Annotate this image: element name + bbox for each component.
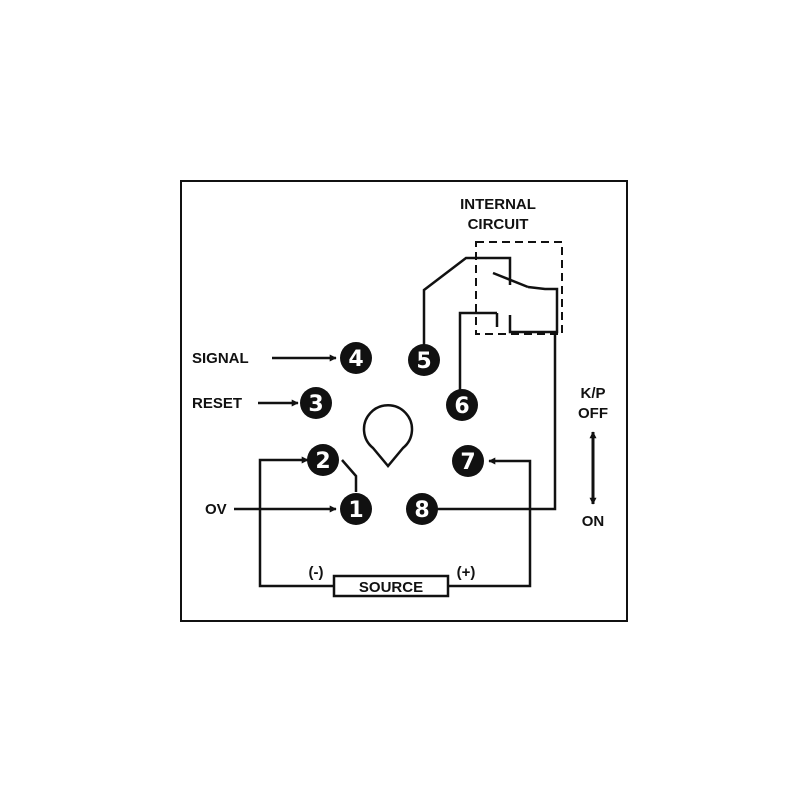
diagram-frame	[180, 180, 628, 622]
source-minus-label: (-)	[309, 564, 324, 581]
svg-text:3: 3	[308, 392, 323, 417]
svg-text:5: 5	[416, 349, 431, 374]
kp-label: K/P	[580, 385, 605, 402]
reset-label: RESET	[192, 395, 242, 412]
socket-key	[362, 404, 414, 468]
svg-text:1: 1	[348, 498, 363, 523]
svg-text:4: 4	[348, 347, 363, 372]
svg-text:8: 8	[414, 498, 429, 523]
svg-text:2: 2	[315, 449, 330, 474]
wire-pin2-to-pin1	[341, 459, 358, 492]
pin-6: 6	[446, 389, 478, 421]
on-label: ON	[582, 513, 605, 530]
pin-7: 7	[452, 445, 484, 477]
pin-8: 8	[406, 493, 438, 525]
internal-switch	[422, 256, 559, 392]
source-box	[332, 574, 450, 598]
internal-circuit-label-line1: INTERNAL	[460, 196, 536, 213]
internal-circuit-label-line2: CIRCUIT	[468, 216, 529, 233]
pin-4: 4	[340, 342, 372, 374]
source-label: SOURCE	[359, 579, 423, 596]
svg-text:7: 7	[460, 450, 475, 475]
pin-3: 3	[300, 387, 332, 419]
source-loop	[258, 456, 532, 588]
off-label: OFF	[578, 405, 608, 422]
pin-1: 1	[340, 493, 372, 525]
pin-5: 5	[408, 344, 440, 376]
ov-label: OV	[205, 501, 227, 518]
signal-label: SIGNAL	[192, 350, 249, 367]
source-plus-label: (+)	[457, 564, 476, 581]
wire-pin8-to-contact	[437, 332, 557, 511]
internal-circuit-box	[475, 241, 563, 335]
svg-text:6: 6	[454, 394, 469, 419]
pin-2: 2	[307, 444, 339, 476]
